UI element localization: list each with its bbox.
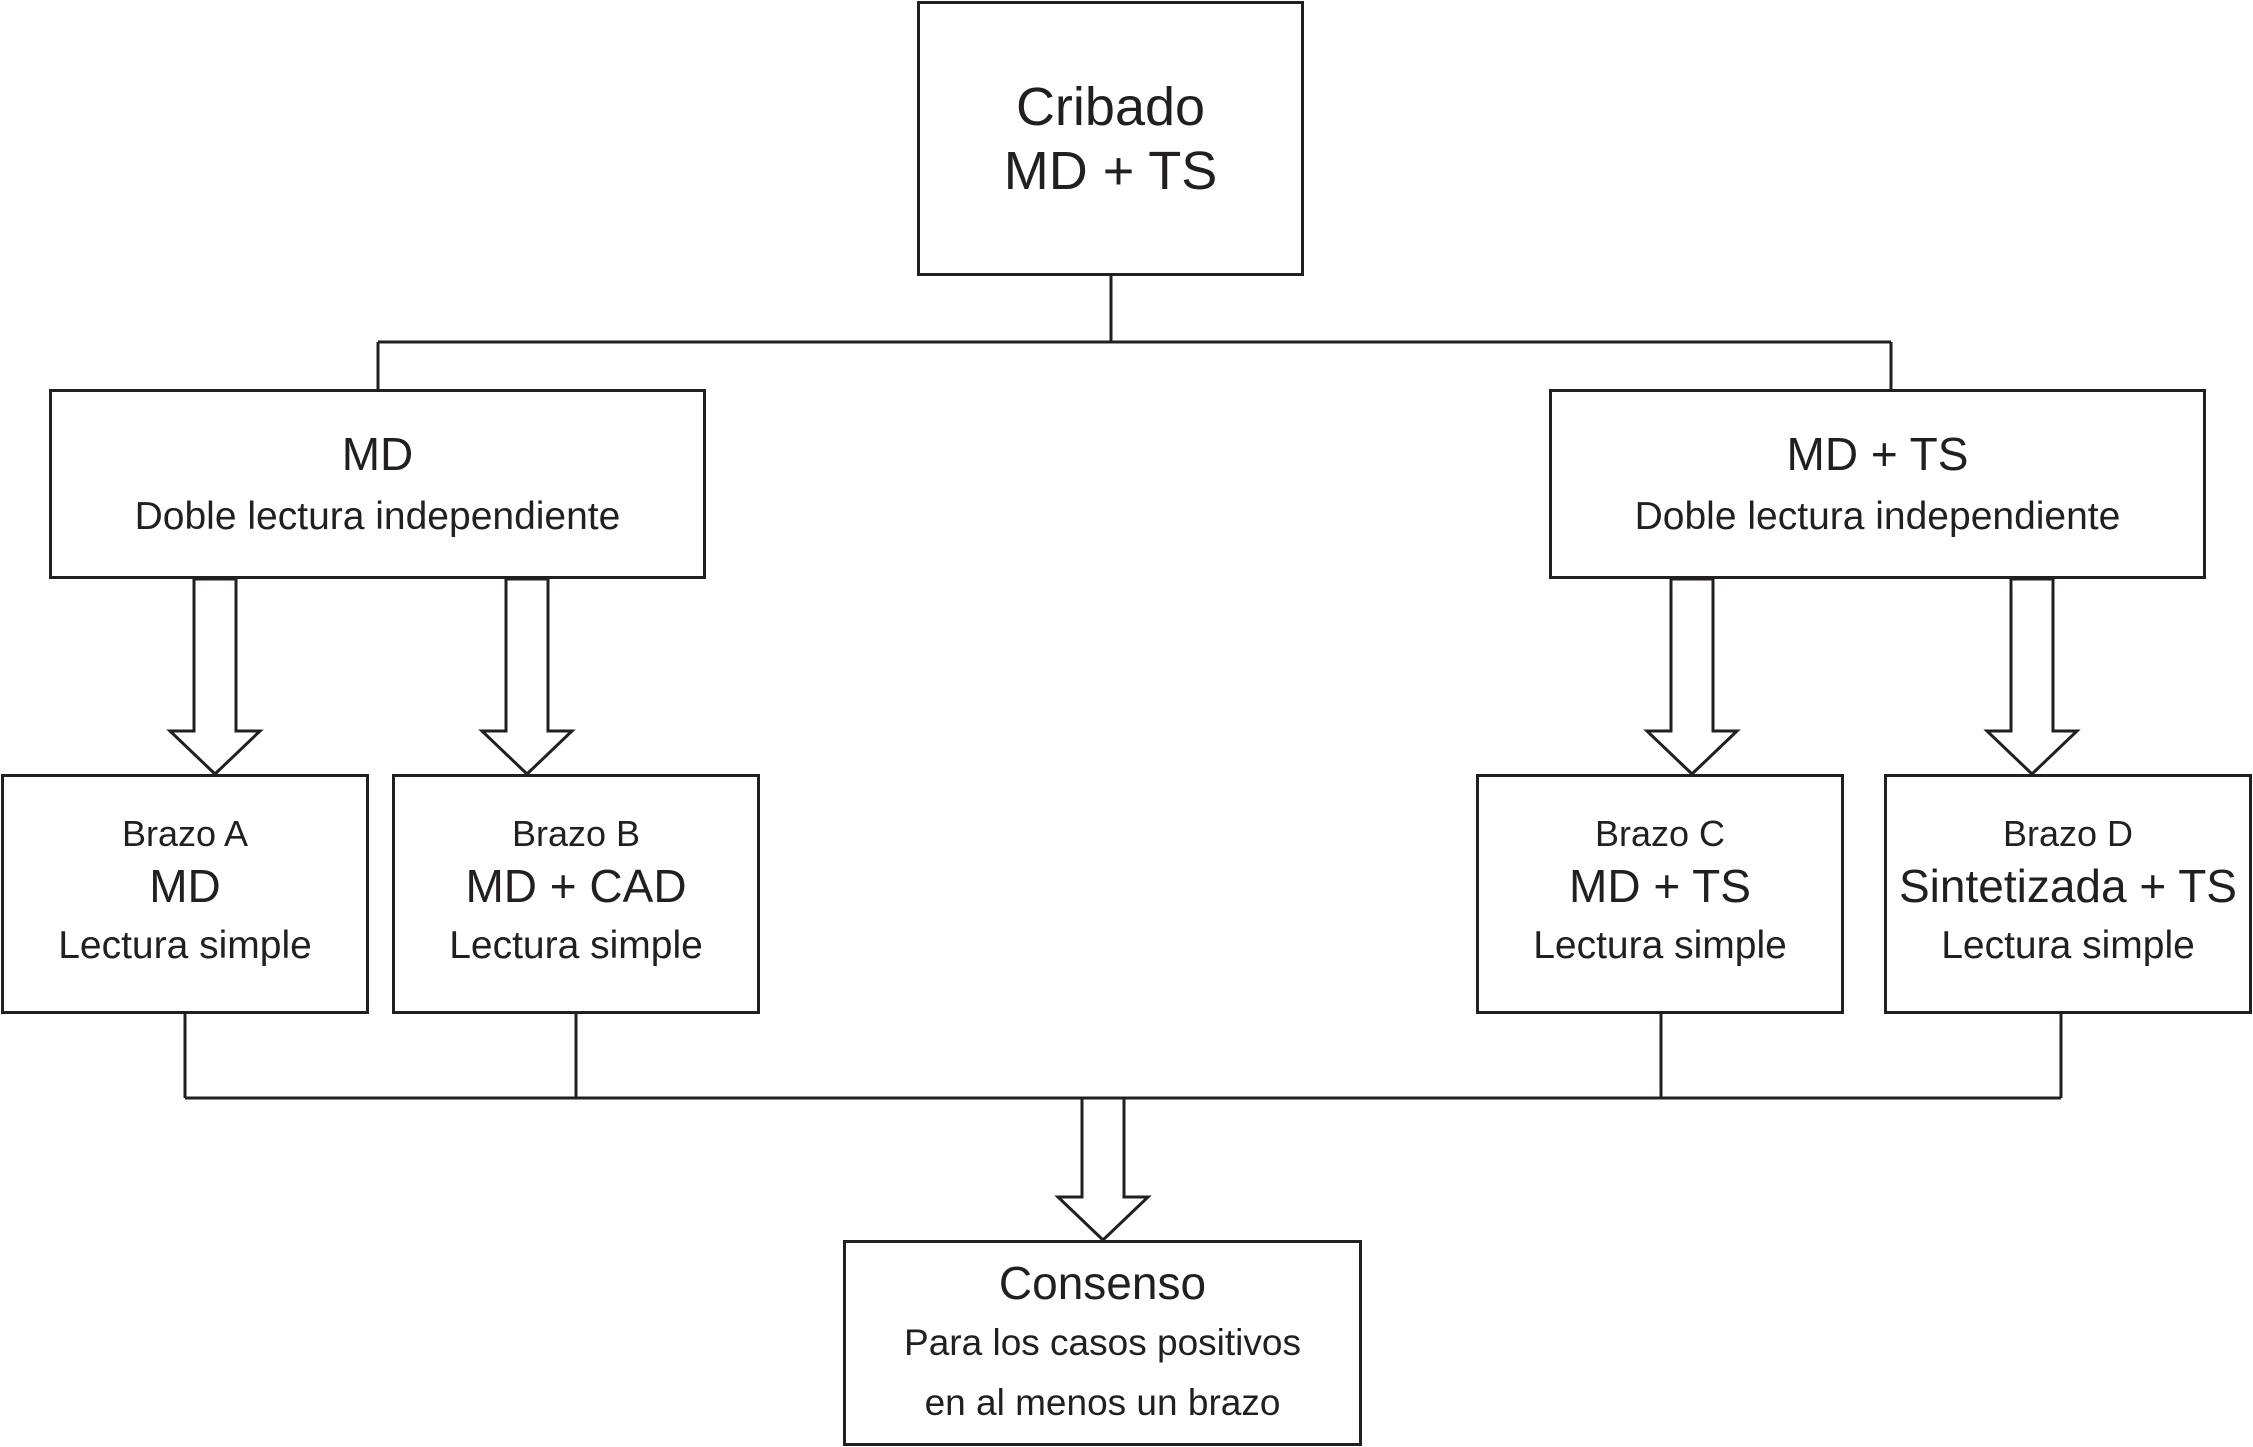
consensus-line-1: Para los casos positivos	[904, 1322, 1301, 1363]
group-box-md-ts: MD + TS Doble lectura independiente	[1549, 389, 2206, 579]
arm-box-a: Brazo A MD Lectura simple	[1, 774, 369, 1014]
screening-box: Cribado MD + TS	[917, 1, 1304, 276]
arrow-to-arm-b	[478, 577, 576, 777]
arm-modality: Sintetizada + TS	[1899, 860, 2237, 912]
arm-reading: Lectura simple	[449, 924, 703, 967]
arm-name: Brazo B	[511, 813, 641, 854]
arm-name: Brazo C	[1594, 813, 1726, 854]
arm-reading: Lectura simple	[58, 924, 312, 967]
consensus-box: Consenso Para los casos positivos en al …	[843, 1240, 1362, 1446]
group-box-md: MD Doble lectura independiente	[49, 389, 706, 579]
screening-title: Cribado	[1015, 76, 1206, 137]
group-reading: Doble lectura independiente	[134, 495, 621, 538]
arm-box-d: Brazo D Sintetizada + TS Lectura simple	[1884, 774, 2252, 1014]
arrow-to-arm-a	[166, 577, 264, 777]
arm-box-b: Brazo B MD + CAD Lectura simple	[392, 774, 760, 1014]
arm-modality: MD	[149, 860, 221, 912]
group-reading: Doble lectura independiente	[1634, 495, 2121, 538]
consensus-line-2: en al menos un brazo	[924, 1382, 1281, 1423]
screening-modality: MD + TS	[1003, 140, 1218, 201]
arrow-to-consensus	[1054, 1096, 1152, 1243]
arm-name: Brazo D	[2002, 813, 2134, 854]
arm-name: Brazo A	[121, 813, 249, 854]
group-title: MD + TS	[1786, 428, 1969, 480]
consensus-title: Consenso	[998, 1257, 1207, 1309]
arm-box-c: Brazo C MD + TS Lectura simple	[1476, 774, 1844, 1014]
arrow-to-arm-d	[1983, 577, 2081, 777]
arm-reading: Lectura simple	[1533, 924, 1787, 967]
arrow-to-arm-c	[1643, 577, 1741, 777]
arm-modality: MD + CAD	[465, 860, 687, 912]
arm-modality: MD + TS	[1569, 860, 1751, 912]
arm-reading: Lectura simple	[1941, 924, 2195, 967]
group-title: MD	[341, 428, 414, 480]
